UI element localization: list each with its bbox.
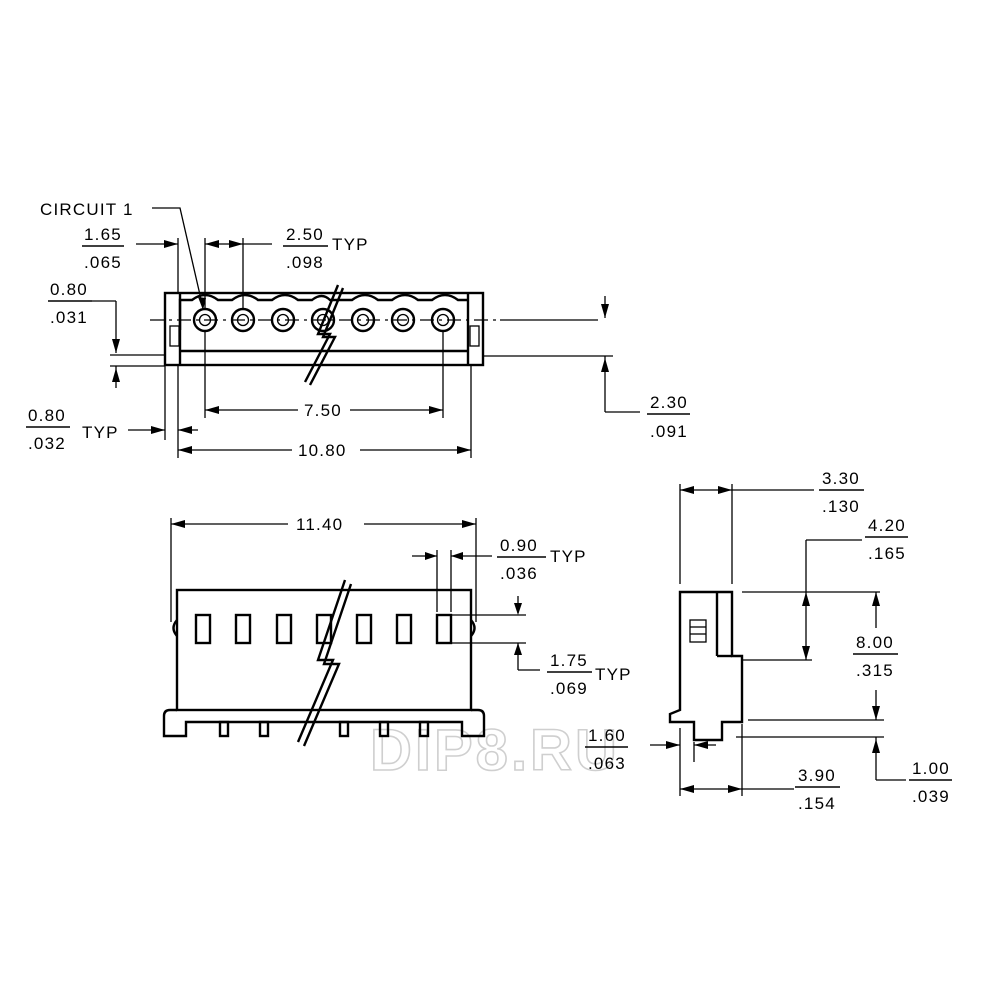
dim-base-width-in: .154 <box>798 794 836 813</box>
dim-rib-note: TYP <box>82 423 119 442</box>
dim-pin1-offset-in: .065 <box>84 253 122 272</box>
dim-wall-mm: 0.80 <box>50 280 88 299</box>
front-view-housing <box>162 588 486 738</box>
dim-depth-in: .091 <box>650 422 688 441</box>
dim-total-length: 10.80 <box>298 441 347 460</box>
dim-height-in: .315 <box>856 661 894 680</box>
dim-window-height-in: .069 <box>550 679 588 698</box>
dim-rib-in: .032 <box>28 434 66 453</box>
dim-pitch-note: TYP <box>332 235 369 254</box>
front-view-break-mark <box>296 579 347 743</box>
dim-top-width-mm: 3.30 <box>822 469 860 488</box>
dim-base-width-mm: 3.90 <box>798 766 836 785</box>
dim-top-width-in: .130 <box>822 497 860 516</box>
dim-upper-in: .165 <box>868 544 906 563</box>
front-view: 11.40 0.90 .036 TYP 1.75 .069 TYP <box>162 515 632 747</box>
dim-pin-length-mm: 1.00 <box>912 759 950 778</box>
dim-pitch-in: .098 <box>286 253 324 272</box>
dim-pin-offset-in: .063 <box>588 754 626 773</box>
circuit-label: CIRCUIT 1 <box>40 200 134 219</box>
dim-window-width-note: TYP <box>550 547 587 566</box>
dim-front-length: 11.40 <box>296 515 343 534</box>
dim-pin-length-in: .039 <box>912 787 950 806</box>
dim-window-width-in: .036 <box>500 564 538 583</box>
front-view-pins <box>218 720 430 738</box>
side-view-housing <box>668 590 744 742</box>
top-view-housing <box>163 291 485 367</box>
front-view-windows <box>194 613 453 645</box>
top-view-pins <box>192 307 456 333</box>
dim-pin-offset-mm: 1.60 <box>588 726 626 745</box>
dim-window-height-note: TYP <box>595 665 632 684</box>
side-view: 3.30 .130 4.20 .165 8.00 .315 1.00 .039 <box>585 469 952 813</box>
dim-upper-mm: 4.20 <box>868 516 906 535</box>
dim-height-mm: 8.00 <box>856 633 894 652</box>
dim-window-width-mm: 0.90 <box>500 536 538 555</box>
dim-wall-in: .031 <box>50 308 88 327</box>
dim-window-height-mm: 1.75 <box>550 651 588 670</box>
top-view: CIRCUIT 1 1.65 .065 2.50 .098 TYP 0.80 .… <box>26 200 690 460</box>
dim-depth-mm: 2.30 <box>650 393 688 412</box>
dim-pin-span: 7.50 <box>304 401 342 420</box>
dim-pin1-offset-mm: 1.65 <box>84 225 122 244</box>
dim-pitch-mm: 2.50 <box>286 225 324 244</box>
dim-rib-mm: 0.80 <box>28 406 66 425</box>
watermark: DIP8.RU <box>370 718 620 783</box>
